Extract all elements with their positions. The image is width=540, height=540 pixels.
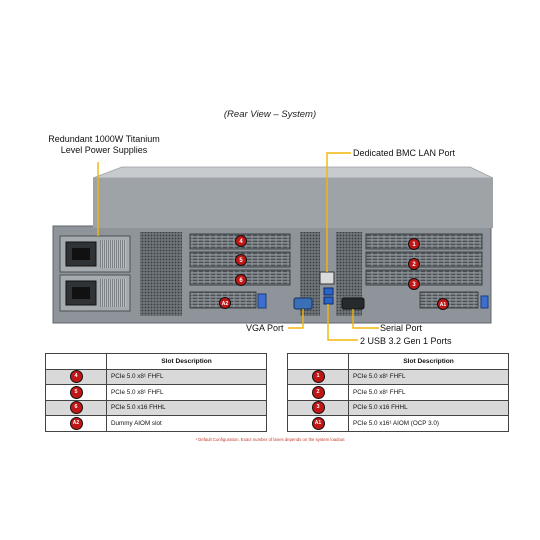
power-supply-2 [59,274,131,312]
table-header-cell [287,353,349,370]
chassis-upper-body [93,178,493,228]
slot-description: Dummy AIOM slot [106,415,267,432]
slot-badge: A1 [311,416,325,430]
table-row: 5 PCIe 5.0 x8¹ FHFL [45,384,267,401]
slot-table-right: Slot Description 1 PCIe 5.0 x8¹ FHFL 2 P… [287,353,509,432]
usb-port-1 [323,287,334,296]
serial-callout-label: Serial Port [380,323,423,333]
slot-marker-2: 2 [408,258,420,270]
slot-marker-5: 5 [235,254,247,266]
svg-text:4: 4 [239,239,243,245]
slot-description: PCIe 5.0 x16 FHHL [348,399,509,416]
diagram-title: (Rear View – System) [223,109,317,120]
slot-badge: A2 [69,416,83,430]
serial-leader [352,309,379,329]
table-row: 1 PCIe 5.0 x8¹ FHFL [287,368,509,385]
vga-callout-label: VGA Port [246,323,284,333]
svg-text:5: 5 [239,258,243,264]
power-supply-1 [59,235,131,273]
svg-text:A2: A2 [222,301,229,307]
slot-description: PCIe 5.0 x16 FHHL [106,399,267,416]
table-row: A2 Dummy AIOM slot [45,415,267,432]
slot-badge: 1 [311,370,325,384]
slot-table-left: Slot Description 4 PCIe 5.0 x8¹ FHFL 5 P… [45,353,267,432]
slot-marker-3: 3 [408,278,420,290]
usb-callout-label: 2 USB 3.2 Gen 1 Ports [360,336,452,346]
svg-text:6: 6 [239,278,243,284]
slot-badge: 6 [69,401,83,415]
callout-leader-lines [97,152,379,341]
slot-badge: 3 [311,401,325,415]
svg-text:1: 1 [412,242,416,248]
slot-marker-a2: A2 [219,297,231,309]
svg-text:A1: A1 [440,302,447,308]
svg-text:3: 3 [412,282,416,288]
vga-port [293,297,313,310]
table-row: A1 PCIe 5.0 x16¹ AIOM (OCP 3.0) [287,415,509,432]
slot-description: PCIe 5.0 x8¹ FHFL [106,368,267,385]
slot-markers: 4 5 6 A2 1 2 3 A1 [219,235,449,310]
svg-text:2: 2 [412,262,416,268]
table-row: 3 PCIe 5.0 x16 FHHL [287,399,509,416]
slot-description: PCIe 5.0 x8¹ FHFL [348,368,509,385]
slot-description: PCIe 5.0 x8¹ FHFL [348,384,509,401]
table-header-cell: Slot Description [106,353,267,370]
slot-badge: 2 [311,385,325,399]
table-header-cell: Slot Description [348,353,509,370]
right-slot-latch [480,295,489,309]
slot-description: PCIe 5.0 x8¹ FHFL [106,384,267,401]
slot-marker-6: 6 [235,274,247,286]
vga-leader [288,309,304,329]
footnote: ¹ Default Configuration. Exact number of… [195,437,345,442]
table-header-cell [45,353,107,370]
bmc-callout-label: Dedicated BMC LAN Port [353,148,456,158]
serial-port [341,297,365,310]
slot-marker-a1: A1 [437,298,449,310]
table-row: 4 PCIe 5.0 x8¹ FHFL [45,368,267,385]
rear-vent-left [140,232,182,316]
usb-port-2 [323,296,334,305]
left-slot-latch [257,293,267,309]
bmc-leader [326,152,351,272]
table-row: 2 PCIe 5.0 x8¹ FHFL [287,384,509,401]
psu-callout-label: Redundant 1000W Titanium Level Power Sup… [40,134,168,156]
usb-leader [327,304,358,341]
slot-badge: 5 [69,385,83,399]
table-row: 6 PCIe 5.0 x16 FHHL [45,399,267,416]
psu-callout-line1: Redundant 1000W Titanium [48,134,160,144]
chassis-lid [92,166,494,179]
slot-marker-4: 4 [235,235,247,247]
slot-marker-1: 1 [408,238,420,250]
table-header-row: Slot Description [287,353,509,370]
psu-callout-line2: Level Power Supplies [60,145,148,155]
slot-badge: 4 [69,370,83,384]
table-header-row: Slot Description [45,353,267,370]
rear-vent-mid-left [300,232,320,316]
slot-description: PCIe 5.0 x16¹ AIOM (OCP 3.0) [348,415,509,432]
pcie-slots-right [365,233,483,309]
bmc-lan-port [319,271,335,285]
